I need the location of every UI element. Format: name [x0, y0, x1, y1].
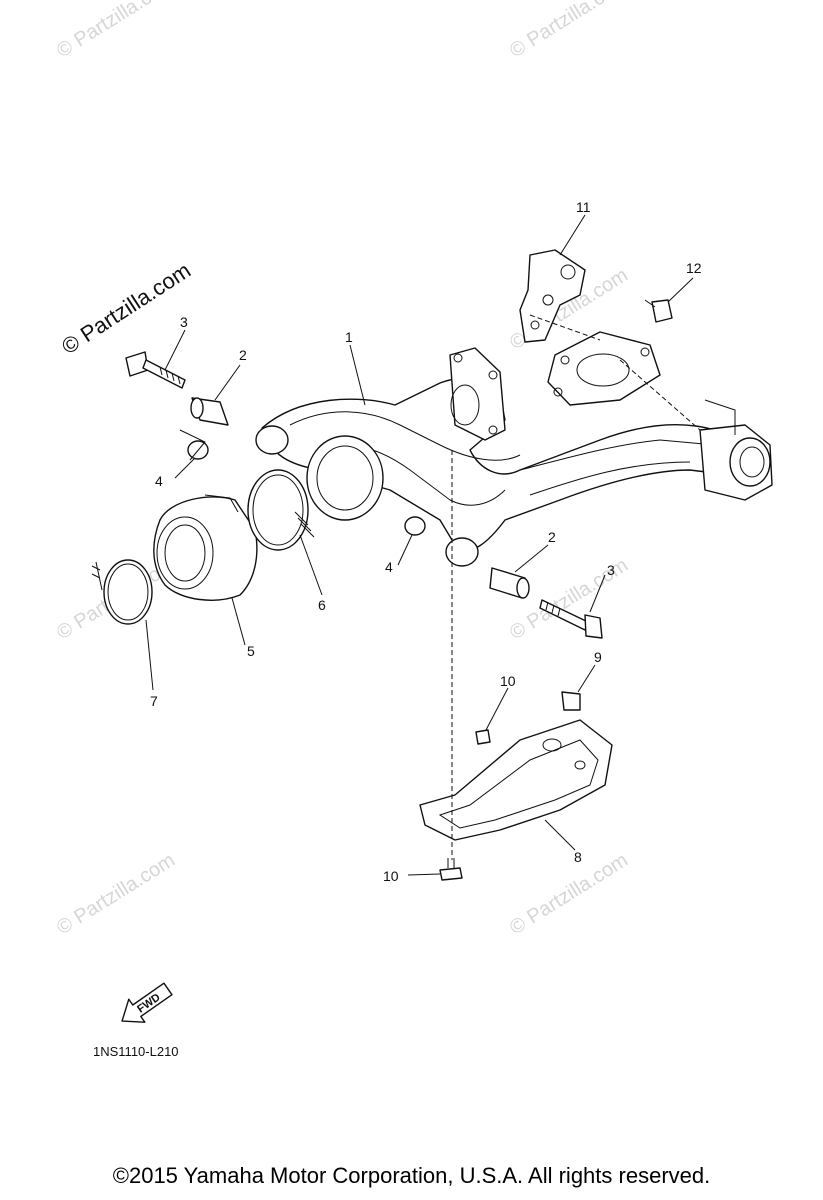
watermark: © Partzilla.com	[506, 0, 632, 62]
callout-3: 3	[607, 562, 615, 578]
callout-7: 7	[150, 693, 158, 709]
callout-2: 2	[548, 529, 556, 545]
watermark: © Partzilla.com	[53, 849, 179, 939]
bolt-part-3-upper	[125, 351, 186, 389]
callout-1: 1	[345, 329, 353, 345]
watermark: © Partzilla.com	[506, 849, 632, 939]
callout-11: 11	[576, 199, 591, 215]
guide-line	[529, 314, 601, 341]
leader-lines	[145, 214, 694, 876]
grommet-part-9	[561, 691, 581, 711]
callout-5: 5	[247, 643, 255, 659]
callout-12: 12	[686, 260, 702, 276]
fwd-arrow-icon: FWD	[121, 982, 173, 1023]
callout-9: 9	[594, 649, 602, 665]
diagram-code: 1NS1110-L210	[93, 1044, 179, 1059]
callout-6: 6	[318, 597, 326, 613]
callout-3: 3	[180, 314, 188, 330]
bracket-part-11	[519, 249, 586, 343]
clamp-part-7	[91, 559, 153, 625]
callout-labels: 1 2 3 4 2 3 4 5 6 7 9 10 8 10 11 12	[150, 199, 702, 884]
watermark: © Partzilla.com	[53, 0, 179, 62]
callout-10: 10	[383, 868, 399, 884]
watermark-main: © Partzilla.com	[57, 257, 195, 359]
bolt-part-3-lower	[539, 599, 603, 639]
bolt-part-10-lower	[439, 858, 463, 881]
clamp-part-6	[247, 469, 315, 551]
bolt-part-12	[644, 299, 673, 323]
guide-line	[619, 359, 701, 431]
boot-part-5	[153, 494, 258, 601]
bolt-part-10-upper	[475, 729, 491, 745]
callout-2: 2	[239, 347, 247, 363]
callout-8: 8	[574, 849, 582, 865]
callout-4: 4	[385, 559, 393, 575]
copyright-notice: ©2015 Yamaha Motor Corporation, U.S.A. A…	[112, 1163, 711, 1188]
swingarm-part-1	[255, 331, 773, 567]
skid-plate-part-8	[419, 719, 613, 841]
bushing-part-2-lower	[489, 567, 530, 599]
callout-10: 10	[500, 673, 516, 689]
callout-4: 4	[155, 473, 163, 489]
bushing-part-2-upper	[190, 397, 229, 426]
nut-part-4-lower	[404, 516, 426, 536]
